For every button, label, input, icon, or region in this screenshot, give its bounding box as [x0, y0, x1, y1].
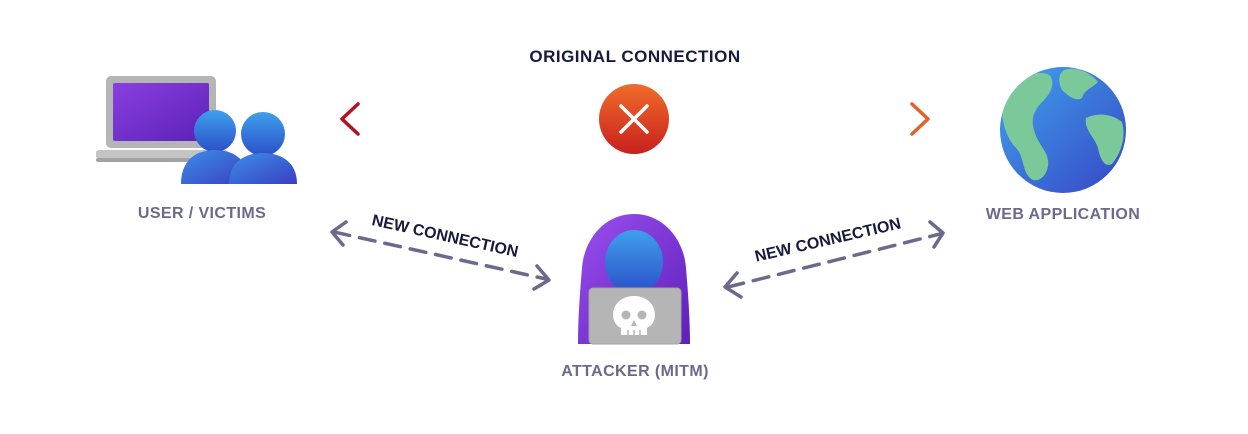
user-victims-label: USER / VICTIMS [138, 205, 266, 222]
new-connection-right-arrow [723, 220, 945, 299]
new-connection-left-label: NEW CONNECTION [370, 212, 519, 261]
x-circle-icon [599, 84, 669, 154]
new-connection-left-arrow [330, 220, 551, 291]
attacker-label: ATTACKER (MITM) [561, 363, 709, 380]
laptop-with-users-icon [96, 76, 297, 184]
original-connection-label: ORIGINAL CONNECTION [529, 47, 740, 66]
skull-icon [613, 296, 655, 335]
web-application-label: WEB APPLICATION [986, 206, 1140, 223]
new-connection-right-label: NEW CONNECTION [753, 216, 902, 266]
globe-icon [1000, 67, 1126, 193]
hooded-hacker-with-laptop-icon [578, 214, 690, 345]
